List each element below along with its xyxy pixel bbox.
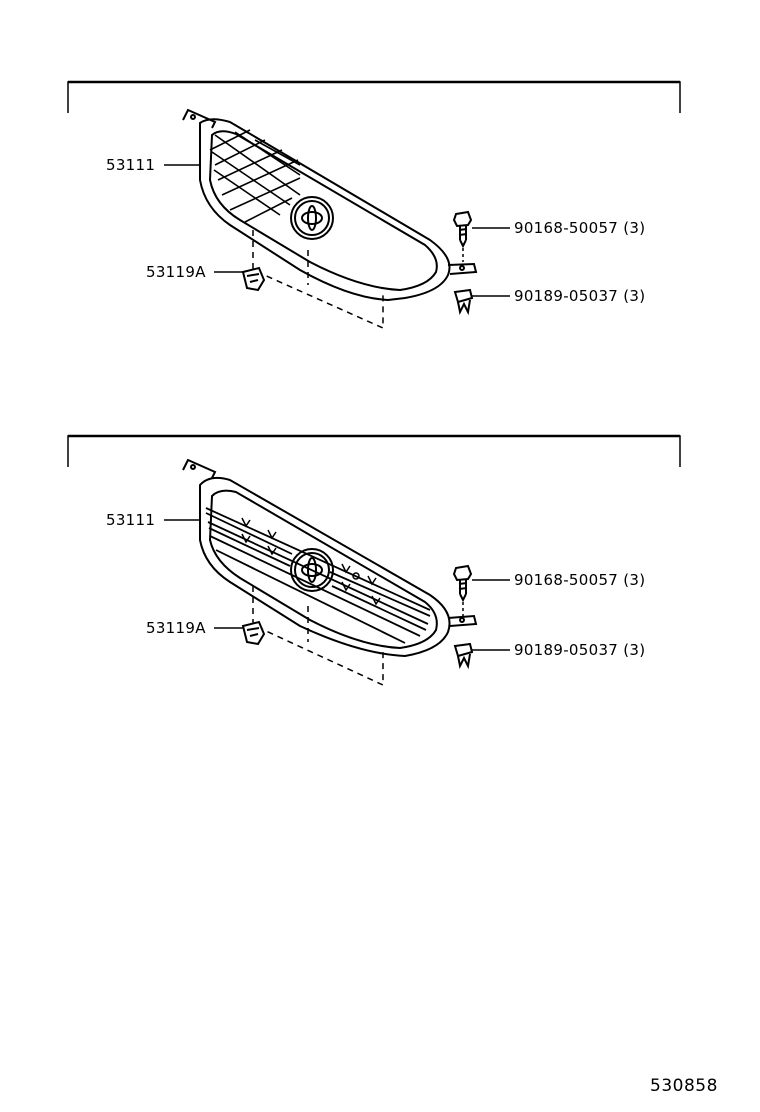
leader-lines [164,519,510,651]
grille-illustration-mesh [67,80,681,330]
clip-icon [453,642,474,670]
screw-icon [452,564,473,603]
part-label-screw: 90168-50057 (3) [514,219,646,237]
leader-lines [164,164,510,297]
part-label-screw: 90168-50057 (3) [514,571,646,589]
grille-slat-notches [241,517,381,606]
grille-diagram-slats: 53111 53119A 90168-50057 (3) 90189-05037… [0,350,760,750]
retainer-guide-lines [252,586,384,687]
part-label-grille: 53111 [106,156,156,174]
retainer-nut-icon [241,266,266,292]
figure-number: 530858 [650,1076,718,1096]
part-label-clip: 90189-05037 (3) [514,287,646,305]
section-bracket [67,434,681,467]
grille-body [182,458,478,658]
retainer-guide-lines [252,230,384,330]
part-label-retainer: 53119A [146,619,206,637]
grille-body [182,108,478,302]
grille-mesh [209,129,301,223]
clip-icon [453,288,474,316]
section-bracket [67,80,681,113]
part-label-grille: 53111 [106,511,156,529]
grille-diagram-mesh: 53111 53119A 90168-50057 (3) 90189-05037… [0,0,760,400]
part-label-clip: 90189-05037 (3) [514,641,646,659]
retainer-nut-icon [241,620,266,646]
part-label-retainer: 53119A [146,263,206,281]
screw-icon [452,210,473,249]
grille-illustration-slats [67,434,681,687]
